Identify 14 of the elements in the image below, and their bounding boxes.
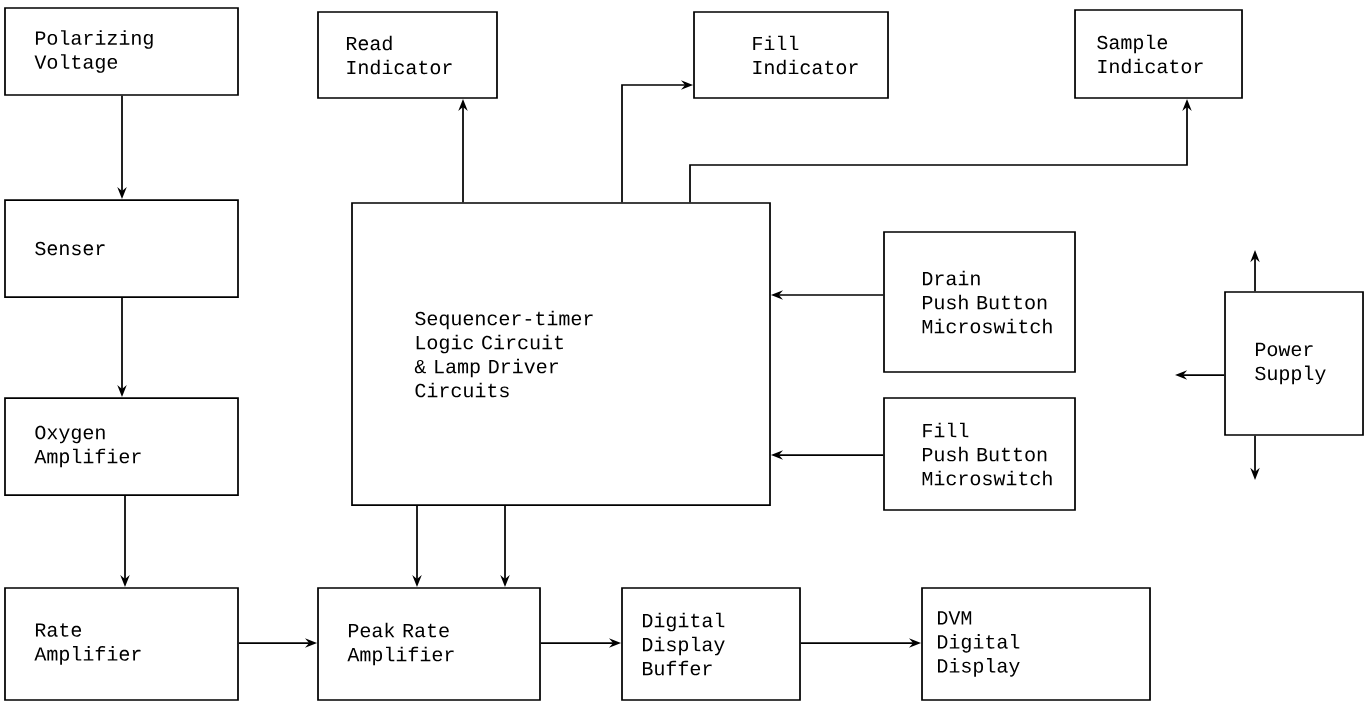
block-box: Sequencer-timer Logic Circuit & Lamp Driver Circuits <box>351 202 771 506</box>
block-box: Oxygen Amplifier <box>4 397 239 496</box>
block-box: Digital Display Buffer <box>621 587 801 701</box>
block-box: Fill Push Button Microswitch <box>883 397 1076 511</box>
block-box: DVM Digital Display <box>921 587 1151 701</box>
block-box: Sample Indicator <box>1074 9 1243 99</box>
block-box: Polarizing Voltage <box>4 7 239 96</box>
block-box: Drain Push Button Microswitch <box>883 231 1076 373</box>
block-box: Peak Rate Amplifier <box>317 587 541 701</box>
block-box: Fill Indicator <box>693 11 889 99</box>
block-box: Read Indicator <box>317 11 498 99</box>
block-box: Power Supply <box>1224 291 1364 436</box>
block-box: Senser <box>4 199 239 298</box>
block-box: Rate Amplifier <box>4 587 239 701</box>
